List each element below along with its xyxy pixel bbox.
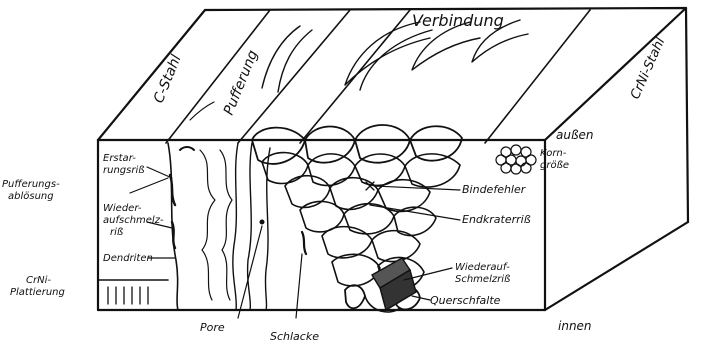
label-innen: innen: [558, 319, 592, 333]
weld-beads: [252, 125, 462, 312]
label-erstarrungsriss-2: rungsriß: [103, 165, 145, 176]
label-dendriten: Dendriten: [103, 253, 153, 264]
label-korngroesse-2: größe: [540, 160, 569, 171]
cladding-hatch: [98, 280, 168, 304]
label-pufferungsabloesung-2: ablösung: [8, 191, 54, 202]
label-schlacke: Schlacke: [270, 330, 319, 343]
front-zone-lines: [168, 143, 270, 310]
label-querschfalte: Querschfalte: [430, 294, 501, 307]
label-erstarrungsriss-1: Erstar-: [103, 153, 136, 164]
label-endkraterriss: Endkraterriß: [462, 213, 531, 226]
top-zone-lines: [166, 10, 590, 143]
label-verbindung: Verbindung: [412, 11, 504, 30]
label-crni-stahl: CrNi-Stahl: [628, 35, 669, 101]
label-pore: Pore: [200, 321, 225, 334]
label-pufferung: Pufferung: [221, 48, 262, 118]
label-wiederaufschmelzriss-2: aufschmelz-: [103, 215, 164, 226]
label-wiederaufschmelzriss-b1: Wiederauf-: [455, 262, 510, 273]
defect-marks: [170, 147, 374, 254]
label-wiederaufschmelzriss-3: riß: [110, 227, 123, 238]
label-c-stahl: C-Stahl: [151, 53, 185, 106]
label-bindefehler: Bindefehler: [462, 183, 527, 196]
label-wiederaufschmelzriss-b2: Schmelzriß: [455, 274, 510, 285]
label-crni-plattierung-2: Plattierung: [10, 287, 65, 298]
label-aussen: außen: [556, 128, 594, 142]
grain-circles: [496, 145, 536, 174]
label-korngroesse-1: Korn-: [540, 148, 567, 159]
label-wiederaufschmelzriss-1: Wieder-: [103, 203, 142, 214]
pore-dot: [260, 220, 265, 225]
label-pufferungsabloesung-1: Pufferungs-: [2, 179, 60, 190]
label-crni-plattierung-1: CrNi-: [26, 275, 51, 286]
